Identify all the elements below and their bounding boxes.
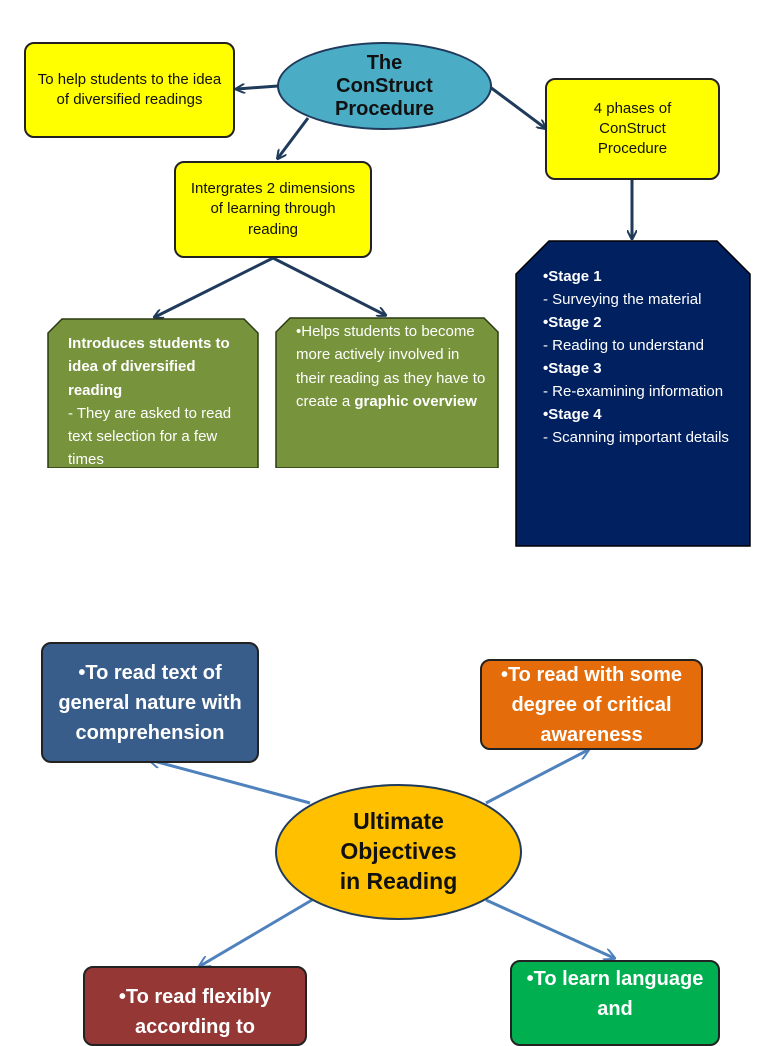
connector-lines xyxy=(0,0,768,1024)
arrow-integrates-to-green-left xyxy=(155,256,274,317)
stage-2-desc: - Reading to understand xyxy=(543,336,704,354)
integrates-dimensions-box: Intergrates 2 dimensions of learning thr… xyxy=(174,161,372,258)
stage-4-label: •Stage 4 xyxy=(543,405,602,423)
goal-diversified-readings-text: To help students to the idea of diversif… xyxy=(37,70,222,108)
objective-learn-language-text: •To learn language and xyxy=(526,968,704,1020)
helps-students-card: •Helps students to become more actively … xyxy=(275,317,499,468)
stage-3-label: •Stage 3 xyxy=(543,359,602,377)
stage-1-desc: - Surveying the material xyxy=(543,290,702,308)
graphic-overview-bold: graphic overview xyxy=(354,392,477,410)
arrow-center-to-bottom-right xyxy=(485,898,614,958)
goal-diversified-readings-box: To help students to the idea of diversif… xyxy=(24,42,235,138)
construct-title-line-1: The xyxy=(366,51,403,74)
arrow-title-to-goal xyxy=(237,86,279,89)
stages-card: •Stage 1 - Surveying the material •Stage… xyxy=(515,240,751,547)
arrow-center-to-top-right xyxy=(485,750,588,805)
construct-title-line-2: ConStruct xyxy=(336,74,433,97)
introduces-students-heading: Introduces students to idea of diversifi… xyxy=(68,335,230,399)
introduces-students-detail: - They are asked to read text selection … xyxy=(68,404,232,469)
arrow-title-to-phases xyxy=(489,85,545,128)
construct-title-ellipse: The ConStruct Procedure xyxy=(277,42,492,130)
objective-comprehension-box: •To read text of general nature with com… xyxy=(41,642,259,763)
four-phases-box: 4 phases of ConStruct Procedure xyxy=(545,78,720,180)
arrow-title-to-integrates xyxy=(278,117,310,158)
four-phases-text: 4 phases of ConStruct Procedure xyxy=(593,99,672,158)
arrow-integrates-to-green-right xyxy=(272,256,385,315)
integrates-dimensions-text: Intergrates 2 dimensions of learning thr… xyxy=(190,180,356,238)
stage-3-desc: - Re-examining information xyxy=(543,382,724,400)
objectives-line-3: in Reading xyxy=(339,867,458,894)
objective-comprehension-text: •To read text of general nature with com… xyxy=(58,661,242,744)
stage-2-label: •Stage 2 xyxy=(543,313,602,331)
objective-read-flexibly-text: •To read flexibly according to xyxy=(118,986,272,1038)
helps-students-text: •Helps students to become more actively … xyxy=(296,323,486,410)
stage-1-label: •Stage 1 xyxy=(543,268,602,285)
arrow-center-to-top-left xyxy=(150,760,311,805)
ultimate-objectives-ellipse: Ultimate Objectives in Reading xyxy=(275,784,522,920)
introduces-students-card: Introduces students to idea of diversifi… xyxy=(47,318,259,468)
objectives-line-1: Ultimate xyxy=(353,808,444,835)
objective-critical-awareness-box: •To read with some degree of critical aw… xyxy=(480,659,703,750)
arrow-center-to-bottom-left xyxy=(200,898,313,966)
construct-title-line-3: Procedure xyxy=(335,97,434,120)
objective-learn-language-box: •To learn language and xyxy=(510,960,720,1046)
objective-read-flexibly-box: •To read flexibly according to xyxy=(83,966,307,1046)
objective-critical-awareness-text: •To read with some degree of critical aw… xyxy=(500,663,683,746)
stage-4-desc: - Scanning important details xyxy=(543,428,729,446)
objectives-line-2: Objectives xyxy=(340,838,457,865)
